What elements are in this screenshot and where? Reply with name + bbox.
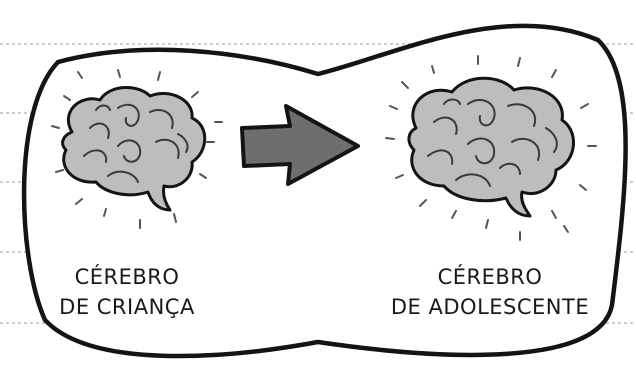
child-brain-icon [61,86,207,212]
teen-brain-label-line1: CÉREBRO [437,265,543,289]
right-arrow-icon [240,104,360,186]
teen-brain-label-line2: DE ADOLESCENTE [390,295,590,319]
child-brain-label-line1: CÉREBRO [74,265,180,289]
teen-brain-rays [385,55,597,241]
teen-brain-icon [407,76,575,218]
child-brain-rays [51,69,223,229]
child-brain-label: CÉREBRO DE CRIANÇA [32,262,222,322]
child-brain-label-line2: DE CRIANÇA [59,295,195,319]
teen-brain-label: CÉREBRO DE ADOLESCENTE [375,262,605,322]
